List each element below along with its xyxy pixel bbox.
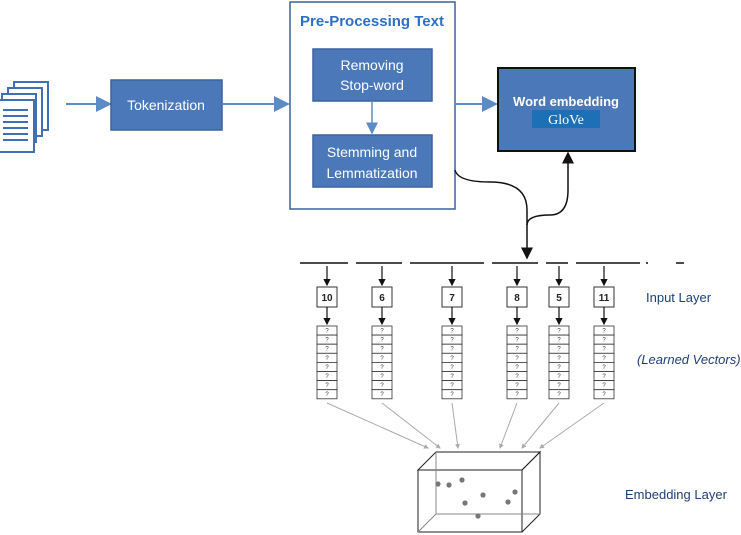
vector-cell-value: ? xyxy=(325,329,329,335)
vector-cell-value: ? xyxy=(450,365,454,371)
stemming-line-1: Stemming and xyxy=(327,144,417,160)
vector-cell-value: ? xyxy=(557,392,561,398)
word-embedding-label: Word embedding xyxy=(513,94,619,109)
input-columns: 10????????6????????7????????8????????5??… xyxy=(316,266,615,400)
vector-cell xyxy=(506,389,528,400)
vector-cell-value: ? xyxy=(515,392,519,398)
vector-cell-value: ? xyxy=(557,383,561,389)
vector-cell-value: ? xyxy=(325,356,329,362)
vector-cell-value: ? xyxy=(515,383,519,389)
input-column: 10???????? xyxy=(316,266,338,400)
embedding-cube xyxy=(416,450,542,533)
input-column: 7???????? xyxy=(441,266,463,400)
vector-cell-value: ? xyxy=(557,365,561,371)
vector-cell-value: ? xyxy=(380,347,384,353)
vector-cell-value: ? xyxy=(380,365,384,371)
vector-cell-value: ? xyxy=(557,356,561,362)
vector-cell-value: ? xyxy=(515,365,519,371)
vector-cell-value: ? xyxy=(450,347,454,353)
vector-cell-value: ? xyxy=(450,383,454,389)
glove-label: GloVe xyxy=(548,113,584,128)
embedding-points xyxy=(435,477,518,519)
vector-cell-value: ? xyxy=(450,338,454,344)
embedding-layer-label: Embedding Layer xyxy=(625,487,728,502)
vector-cell-value: ? xyxy=(557,347,561,353)
vector-cell xyxy=(441,389,463,400)
vector-cell-value: ? xyxy=(380,329,384,335)
vector-cell-value: ? xyxy=(380,374,384,380)
vector-cell-value: ? xyxy=(515,338,519,344)
input-index-value: 7 xyxy=(449,293,455,304)
glove-badge xyxy=(532,110,600,128)
vector-cell-value: ? xyxy=(450,392,454,398)
input-column: 5???????? xyxy=(548,266,570,400)
vector-cell-value: ? xyxy=(450,374,454,380)
vector-cell-value: ? xyxy=(380,356,384,362)
input-index-value: 10 xyxy=(321,293,333,304)
vector-cell-value: ? xyxy=(557,374,561,380)
arrow-input-to-embedding xyxy=(526,151,574,226)
vector-cell-value: ? xyxy=(325,347,329,353)
vector-cell-value: ? xyxy=(602,356,606,362)
tokenization-box: Tokenization xyxy=(110,79,223,131)
vector-cell xyxy=(371,389,393,400)
vector-cell xyxy=(316,389,338,400)
input-index-value: 5 xyxy=(556,293,562,304)
documents-icon xyxy=(0,81,49,153)
vector-cell-value: ? xyxy=(325,365,329,371)
vector-cell-value: ? xyxy=(602,392,606,398)
input-index-value: 8 xyxy=(514,293,520,304)
vector-cell xyxy=(593,389,615,400)
vector-cell-value: ? xyxy=(380,392,384,398)
input-index-value: 6 xyxy=(379,293,385,304)
vector-cell-value: ? xyxy=(325,383,329,389)
input-column: 8???????? xyxy=(506,266,528,400)
input-column: 6???????? xyxy=(371,266,393,400)
stopword-box: Removing Stop-word xyxy=(312,48,433,102)
vector-cell-value: ? xyxy=(325,374,329,380)
stemming-line-2: Lemmatization xyxy=(326,165,417,181)
word-embedding-box: Word embedding GloVe xyxy=(497,67,636,152)
vector-cell-value: ? xyxy=(380,338,384,344)
vector-cell-value: ? xyxy=(602,365,606,371)
projection-lines xyxy=(326,402,605,449)
stopword-line-1: Removing xyxy=(340,57,403,73)
vector-cell-value: ? xyxy=(450,356,454,362)
vector-cell-value: ? xyxy=(557,329,561,335)
learned-vectors-label: (Learned Vectors) xyxy=(637,352,741,367)
vector-cell-value: ? xyxy=(380,383,384,389)
input-index-value: 11 xyxy=(599,293,610,304)
input-column: 11???????? xyxy=(593,266,615,400)
vector-cell-value: ? xyxy=(602,347,606,353)
vector-cell-value: ? xyxy=(602,383,606,389)
vector-cell-value: ? xyxy=(450,329,454,335)
vector-cell-value: ? xyxy=(515,374,519,380)
vector-cell-value: ? xyxy=(515,347,519,353)
arrow-preprocessing-to-input xyxy=(454,169,533,260)
vector-cell-value: ? xyxy=(515,356,519,362)
vector-cell-value: ? xyxy=(325,392,329,398)
vector-cell-value: ? xyxy=(602,329,606,335)
vector-cell-value: ? xyxy=(602,338,606,344)
vector-cell xyxy=(548,389,570,400)
vector-cell-value: ? xyxy=(602,374,606,380)
vector-cell-value: ? xyxy=(325,338,329,344)
vector-cell-value: ? xyxy=(557,338,561,344)
stopword-line-2: Stop-word xyxy=(340,77,404,93)
tokenization-label: Tokenization xyxy=(127,97,205,113)
vector-cell-value: ? xyxy=(515,329,519,335)
preprocessing-title: Pre-Processing Text xyxy=(300,13,444,30)
stemming-box: Stemming and Lemmatization xyxy=(312,134,433,188)
input-layer-label: Input Layer xyxy=(646,290,712,305)
